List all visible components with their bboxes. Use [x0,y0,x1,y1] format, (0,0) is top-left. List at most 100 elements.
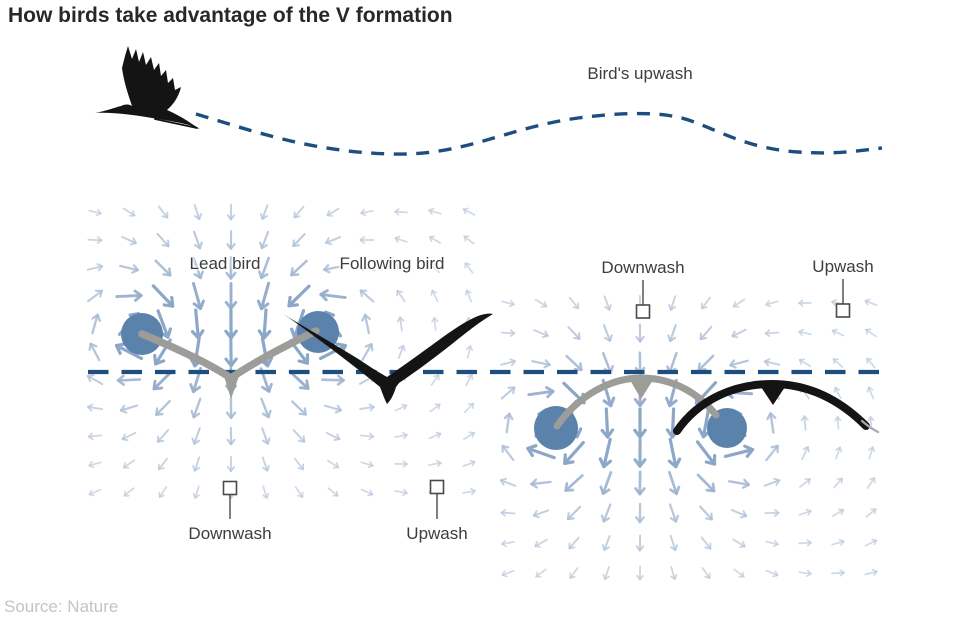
flow-arrow [531,359,551,369]
flow-arrow [428,431,442,440]
flow-arrow [122,207,136,217]
flow-arrow [732,298,746,308]
flow-arrow [431,317,439,331]
label-right-downwash: Downwash [601,258,685,277]
flow-arrow [798,358,812,367]
flow-arrow [500,509,516,517]
flow-arrow [831,538,845,546]
flow-arrow [326,207,340,217]
flow-arrow [763,477,781,487]
flow-arrow [670,566,678,580]
flow-arrow [501,570,515,578]
flow-arrow [394,431,408,440]
flow-arrow [359,432,375,440]
flow-arrow [598,437,612,469]
flow-arrow [359,403,375,412]
flow-arrow [765,539,779,548]
flow-arrow [123,487,135,497]
source-credit: Source: Nature [4,597,119,616]
label-left-downwash: Downwash [188,524,272,543]
vector-field-left [86,203,476,500]
flow-arrow [833,477,843,489]
flow-arrow [763,358,781,367]
flow-arrow [155,400,171,416]
flow-arrow [116,374,142,386]
flow-arrow [832,358,844,368]
flow-arrow [291,400,307,416]
flow-arrow [319,289,347,302]
flow-arrow [259,230,270,250]
flow-arrow [633,438,647,468]
flow-arrow [699,325,713,341]
flow-arrow [327,487,339,497]
flow-arrow [801,446,810,460]
flow-arrow [87,432,103,440]
flow-arrow [764,329,780,337]
flow-arrow [501,539,515,548]
flow-arrow [723,444,755,458]
flow-arrow [157,457,169,471]
flow-arrow [157,205,169,219]
flow-arrow [866,357,876,369]
flow-arrow [261,456,270,472]
flow-arrow [800,415,809,431]
flow-arrow [88,209,102,217]
flow-arrow [599,471,613,495]
flow-arrow [115,289,143,302]
flow-arrow [428,459,442,468]
flow-arrow [831,328,845,337]
flow-arrow [394,488,408,497]
flow-arrow [603,295,612,311]
flow-arrow [765,300,779,308]
flow-arrow [258,256,271,280]
flow-arrow [834,416,842,430]
lead-bird-rear-body [630,380,653,399]
flow-arrow [193,204,202,220]
flow-arrow [192,485,200,499]
flow-arrow [257,308,272,340]
following-bird-rear-body [761,387,785,405]
flow-arrow [360,208,374,217]
left-downwash-marker [222,480,238,519]
following-bird-rear-silhouette [673,379,880,435]
marker-square [429,479,445,495]
flow-arrow [428,235,442,244]
flow-arrow [566,505,582,521]
flow-arrow [428,207,442,215]
flow-arrow [358,263,376,272]
flow-arrow [464,289,473,303]
flow-arrow [394,235,408,243]
flow-arrow [501,300,515,308]
flow-arrow [430,374,440,386]
flow-arrow [361,343,374,361]
flow-arrow [668,295,677,311]
flow-arrow [360,461,374,469]
flow-arrow [868,446,876,460]
page-title: How birds take advantage of the V format… [8,4,453,27]
flow-arrow [463,402,475,414]
following-bird-wingtip [860,419,880,434]
flow-arrow [568,296,580,310]
marker-square [635,304,651,319]
flow-arrow [156,309,172,339]
flow-arrow [325,236,341,246]
flow-arrow [395,263,407,273]
flow-arrow [699,505,713,521]
flow-arrow [397,344,406,360]
flow-arrow [462,459,476,467]
flow-arrow [602,566,610,580]
label-left-upwash: Upwash [406,524,468,543]
flow-arrow [766,412,777,434]
flow-arrow [764,509,780,517]
flow-arrow [500,358,516,367]
flow-arrow [121,235,137,246]
lead-bird-rear-wings [553,374,720,430]
flow-arrow [501,444,515,462]
flow-arrow [321,374,345,386]
flow-arrow [700,296,711,310]
flow-arrow [114,342,144,360]
flow-arrow [500,386,516,400]
flow-arrow [667,437,682,469]
flow-arrow [226,203,236,221]
